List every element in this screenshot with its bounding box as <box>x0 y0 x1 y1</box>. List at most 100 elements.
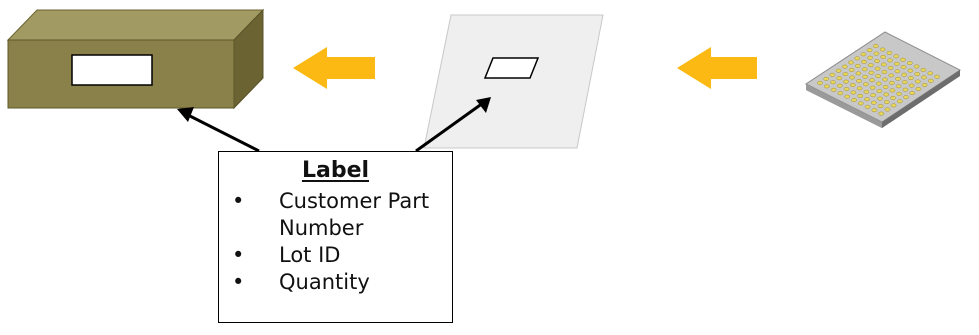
chip <box>842 64 848 69</box>
shipping-box-icon <box>6 8 265 110</box>
chip <box>902 87 909 92</box>
chip <box>856 79 862 83</box>
chip <box>889 81 895 85</box>
chip <box>882 77 888 82</box>
chip <box>893 54 900 59</box>
chip <box>890 96 896 100</box>
chip <box>881 62 887 67</box>
chip <box>903 95 909 100</box>
chip <box>915 87 922 91</box>
chip <box>914 72 921 76</box>
chip <box>921 75 927 80</box>
chip <box>850 83 856 87</box>
label-title: Label <box>301 158 370 183</box>
bullet: • <box>232 189 245 213</box>
chip <box>880 55 887 59</box>
list-item: • Lot ID <box>219 242 449 269</box>
chip <box>869 85 876 90</box>
chip <box>837 91 844 96</box>
pointer-arrow-to-bag <box>415 97 491 153</box>
chip <box>862 74 869 79</box>
chip <box>861 59 867 64</box>
chip <box>888 73 895 78</box>
bullet: • <box>232 243 245 267</box>
chip <box>837 83 843 88</box>
chip <box>863 89 870 94</box>
bullet: • <box>232 270 245 294</box>
chip <box>856 86 863 91</box>
chip <box>881 70 888 74</box>
chip <box>875 74 882 79</box>
chip <box>842 72 849 77</box>
chip <box>876 89 883 94</box>
chip <box>886 51 893 55</box>
chip <box>883 92 890 97</box>
chip <box>890 103 897 108</box>
chip <box>894 61 900 66</box>
chip <box>928 78 934 83</box>
chip <box>867 55 874 60</box>
chip <box>927 71 934 76</box>
chip <box>830 80 836 85</box>
chip <box>908 76 914 81</box>
chip <box>934 74 940 79</box>
chip <box>894 69 901 74</box>
chip <box>843 79 849 84</box>
chip <box>870 93 877 98</box>
chip <box>864 97 870 102</box>
chip <box>887 66 894 70</box>
chip <box>817 81 823 85</box>
chip <box>909 91 916 96</box>
chip <box>897 99 903 104</box>
chip <box>873 51 880 56</box>
chip <box>857 94 864 98</box>
component-tray-icon <box>805 31 961 128</box>
chip <box>858 101 864 106</box>
chip <box>863 82 869 87</box>
chip <box>877 104 884 109</box>
chip <box>854 56 861 61</box>
bag-icon <box>423 14 604 149</box>
chip <box>876 81 882 86</box>
chip <box>823 77 830 81</box>
chip <box>900 57 906 62</box>
chip <box>901 72 908 77</box>
chip <box>882 85 889 89</box>
chip <box>871 100 877 105</box>
chip <box>848 60 854 65</box>
chip <box>868 63 874 68</box>
chip <box>873 44 879 48</box>
box-label-sticker <box>71 54 153 86</box>
chip <box>920 68 927 72</box>
label-field-quantity: Quantity <box>279 270 370 294</box>
chip <box>855 64 861 68</box>
chip <box>871 108 878 113</box>
chip <box>921 83 928 87</box>
chip <box>913 64 920 69</box>
chip <box>860 52 867 57</box>
chip <box>864 104 871 109</box>
chip <box>884 100 890 104</box>
chip <box>915 79 921 84</box>
label-field-customer-part-number: Customer Part Number <box>279 189 430 240</box>
chip <box>848 68 855 72</box>
chip <box>874 59 880 63</box>
chip <box>879 47 886 52</box>
label-field-lot-id: Lot ID <box>279 243 341 267</box>
chip <box>887 58 893 63</box>
chip <box>874 66 881 71</box>
chip <box>895 84 902 89</box>
chip <box>843 87 850 92</box>
chip <box>868 70 875 75</box>
arrow-left-icon <box>293 47 375 89</box>
chip <box>907 68 914 73</box>
chip <box>908 83 915 88</box>
chip <box>855 71 862 76</box>
label-info-box: Label • Customer Part Number • Lot ID • … <box>218 151 453 323</box>
chip <box>851 98 857 102</box>
chip <box>902 80 908 85</box>
chip <box>830 87 837 92</box>
list-item: • Customer Part Number <box>219 188 449 242</box>
label-field-list: • Customer Part Number • Lot ID • Quanti… <box>219 188 449 296</box>
